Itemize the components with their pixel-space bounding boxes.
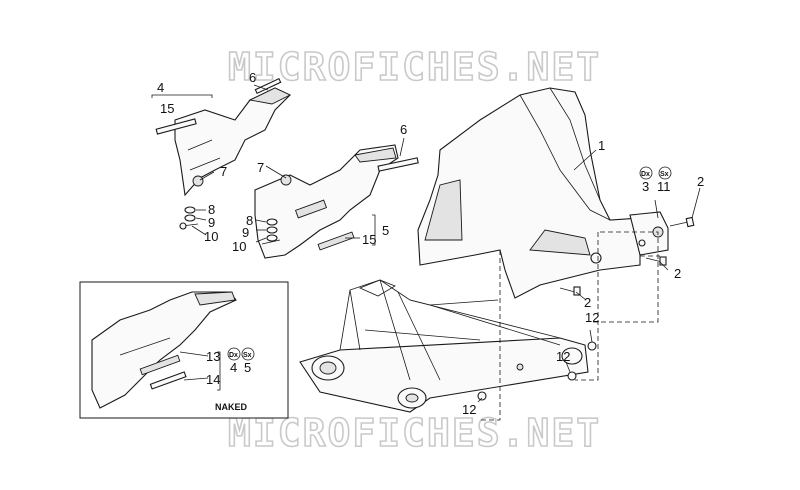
callout-7: 7 xyxy=(220,164,227,179)
sx-marker-inset: Sx xyxy=(241,347,255,361)
callout-12: 12 xyxy=(556,349,570,364)
callout-10: 10 xyxy=(204,229,218,244)
inset-label-naked: NAKED xyxy=(215,402,248,412)
callout-1: 1 xyxy=(598,138,605,153)
callout-5: 5 xyxy=(382,223,389,238)
callout-2: 2 xyxy=(584,295,591,310)
callout-4: 4 xyxy=(157,80,164,95)
nut-12-c xyxy=(477,391,487,401)
callout-9: 9 xyxy=(208,215,215,230)
svg-text:Dx: Dx xyxy=(229,352,238,359)
callout-8: 8 xyxy=(246,213,253,228)
callout-15: 15 xyxy=(362,232,376,247)
nut-12-a xyxy=(587,341,597,351)
callout-5: 5 xyxy=(244,360,251,375)
callout-10: 10 xyxy=(232,239,246,254)
screws-upper-left xyxy=(179,206,199,230)
svg-text:Dx: Dx xyxy=(641,171,650,178)
screws-middle xyxy=(261,218,281,245)
callout-6: 6 xyxy=(249,70,256,85)
bolt-2-a xyxy=(669,216,695,228)
watermark-bottom: MICROFICHES.NET xyxy=(228,411,601,455)
callout-4: 4 xyxy=(230,360,237,375)
callout-12: 12 xyxy=(462,402,476,417)
callout-15: 15 xyxy=(160,101,174,116)
watermark-top: MICROFICHES.NET xyxy=(228,45,601,89)
nut-12-b xyxy=(567,371,577,381)
dx-marker-inset: Dx xyxy=(227,347,241,361)
callout-14: 14 xyxy=(206,372,220,387)
callout-7: 7 xyxy=(257,160,264,175)
svg-text:Sx: Sx xyxy=(660,171,669,178)
dx-marker: Dx xyxy=(639,166,653,180)
sx-marker: Sx xyxy=(658,166,672,180)
swingarm xyxy=(299,279,589,413)
callout-9: 9 xyxy=(242,225,249,240)
callout-2: 2 xyxy=(674,266,681,281)
svg-text:Sx: Sx xyxy=(243,352,252,359)
callout-2: 2 xyxy=(697,174,704,189)
callout-3: 3 xyxy=(642,179,649,194)
bolt-2-b xyxy=(645,256,667,266)
callout-13: 13 xyxy=(206,349,220,364)
chain-guard-upper xyxy=(155,77,292,197)
chain-guard-middle xyxy=(254,144,419,259)
naked-version-inset: NAKED xyxy=(79,281,289,419)
callout-6: 6 xyxy=(400,122,407,137)
rear-mudguard xyxy=(417,87,669,299)
callout-11: 11 xyxy=(657,179,671,194)
callout-8: 8 xyxy=(208,202,215,217)
callout-12: 12 xyxy=(585,310,599,325)
bolt-2-c xyxy=(559,286,581,296)
